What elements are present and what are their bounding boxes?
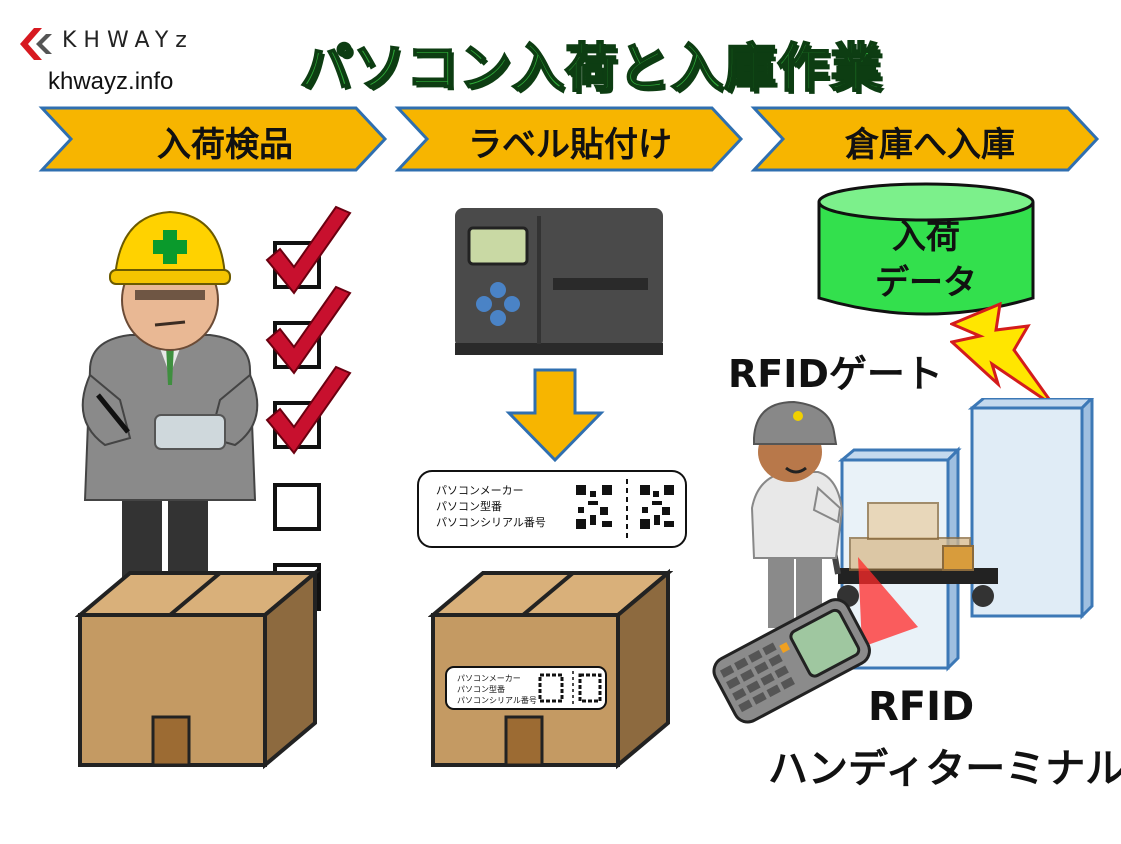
scan-beam-icon bbox=[858, 557, 918, 647]
step-arrow-3 bbox=[750, 106, 1100, 172]
brand-logo-icon bbox=[20, 28, 52, 60]
label-line-maker: パソコンメーカー bbox=[436, 484, 524, 497]
checklist bbox=[265, 205, 352, 611]
rfid-terminal-label-line2: ハンディターミナル bbox=[768, 746, 1121, 792]
site-url[interactable]: khwayz.info bbox=[48, 68, 174, 95]
box-label-line-maker: パソコンメーカー bbox=[457, 674, 521, 683]
down-arrow-icon bbox=[505, 368, 605, 463]
inspector-worker-icon bbox=[81, 210, 259, 580]
label-line-serial: パソコンシリアル番号 bbox=[436, 516, 546, 529]
checkmark-2-icon bbox=[265, 285, 352, 375]
step-2-label: ラベル貼付け bbox=[468, 125, 672, 165]
database-cylinder-icon bbox=[817, 182, 1035, 316]
label-sheet-large bbox=[417, 470, 687, 548]
label-printer-icon bbox=[455, 208, 663, 355]
cardboard-box-1-icon bbox=[75, 568, 320, 770]
box-label-line-model: パソコン型番 bbox=[457, 685, 505, 694]
rfid-gate-label: RFIDゲート bbox=[728, 352, 943, 396]
checkmark-3-icon bbox=[265, 365, 352, 455]
checkbox-4-icon bbox=[273, 483, 321, 531]
lightning-bolt-icon bbox=[950, 302, 1056, 408]
step-arrow-1 bbox=[38, 106, 388, 172]
step-3-label: 倉庫へ入庫 bbox=[845, 125, 1015, 165]
brand-logo-text: KHWAYz bbox=[62, 28, 194, 53]
label-line-model: パソコン型番 bbox=[436, 500, 502, 513]
cart-worker-icon bbox=[750, 400, 998, 628]
step-1-label: 入荷検品 bbox=[157, 125, 293, 165]
handheld-terminal-icon bbox=[712, 598, 871, 724]
database-label-line2: データ bbox=[875, 263, 977, 303]
box-label-line-serial: パソコンシリアル番号 bbox=[457, 696, 537, 705]
page-title: パソコン入荷と入庫作業 bbox=[299, 38, 884, 100]
rfid-terminal-label-line1: RFID bbox=[868, 684, 975, 730]
checkmark-1-icon bbox=[265, 205, 352, 295]
qr-code-icon bbox=[576, 485, 612, 529]
cardboard-box-2-icon bbox=[428, 568, 673, 770]
step-arrow-2 bbox=[394, 106, 744, 172]
qr-code-icon bbox=[640, 485, 674, 529]
database-label-line1: 入荷 bbox=[892, 217, 960, 257]
